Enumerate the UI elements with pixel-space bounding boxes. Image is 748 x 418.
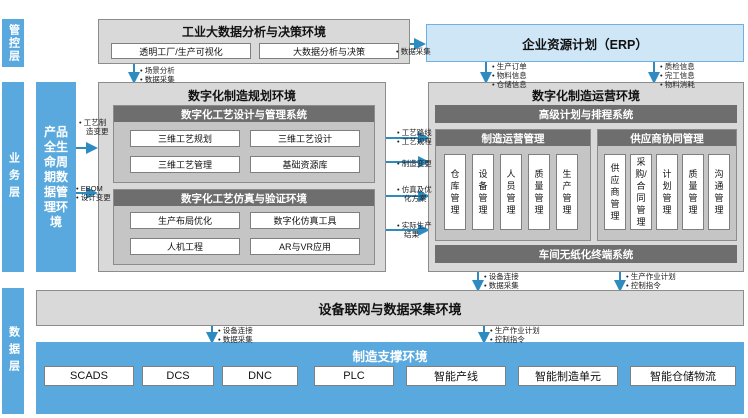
design-box-planning: 三维工艺规划 (130, 130, 240, 147)
support-item-smart-unit: 智能制造单元 (518, 366, 618, 386)
note-erp-right: 质检信息 完工信息 物料消耗 (660, 62, 695, 89)
mes-title: 制造运营管理 (436, 130, 590, 146)
layer-label-business: 业务层 (2, 82, 24, 272)
layer-label-control: 管控层 (2, 19, 24, 67)
note-plm-bottom-2: 设计变更 (76, 193, 111, 202)
plm-box: 产品全生命周期数据管理环境 (36, 82, 76, 272)
support-item-dnc: DNC (222, 366, 298, 386)
note-iot-sup-b: 生产作业计划 控制指令 (490, 326, 540, 344)
support-title: 制造支撑环境 (352, 350, 428, 364)
erp-title: 企业资源计划（ERP） (522, 37, 648, 52)
analytics-title: 工业大数据分析与决策环境 (181, 25, 326, 39)
note-mid-exec-2: 结果 (404, 230, 419, 239)
note-plm-top-2: 造变更 (86, 127, 109, 136)
note-ops-iot-a-2: 数据采集 (484, 281, 519, 290)
support-item-dcs: DCS (142, 366, 214, 386)
design-box-management: 三维工艺管理 (130, 156, 240, 173)
note-mid-top-1: 工艺路线 (397, 128, 432, 137)
iot-title: 设备联网与数据采集环境 (318, 301, 462, 317)
note-ops-iot-b-1: 生产作业计划 (626, 272, 676, 281)
note-erp-right-2: 完工信息 (660, 71, 695, 80)
note-plm-bottom: EBOM 设计变更 (76, 184, 111, 202)
planning-title: 数字化制造规划环境 (187, 89, 296, 103)
mes-item-equipment: 设备管理 (472, 154, 494, 230)
note-mid-exec: 实际生产 结果 (397, 221, 432, 239)
plm-label: 产品全生命周期数据管理环境 (43, 124, 68, 229)
note-mid-change: 制造变更 (397, 159, 432, 168)
note-plm-top: 工艺制 造变更 (79, 118, 109, 136)
srm-item-quality: 质量管理 (682, 154, 704, 230)
analytics-box-visual: 透明工厂/生产可视化 (111, 43, 251, 59)
support-item-plc: PLC (314, 366, 394, 386)
analytics-panel: 工业大数据分析与决策环境 透明工厂/生产可视化 大数据分析与决策 (98, 19, 410, 64)
note-datacollect: 数据采集 (396, 47, 431, 56)
design-box-design: 三维工艺设计 (250, 130, 360, 147)
mes-item-warehouse: 仓库管理 (444, 154, 466, 230)
note-iot-sup-b-2: 控制指令 (490, 335, 540, 344)
mes-panel: 制造运营管理 仓库管理 设备管理 人员管理 质量管理 生产管理 (435, 129, 591, 241)
note-mid-top-2: 工艺规程 (397, 137, 432, 146)
simulation-title: 数字化工艺仿真与验证环境 (114, 190, 374, 206)
sim-box-tools: 数字化仿真工具 (250, 212, 360, 229)
analytics-box-decision: 大数据分析与决策 (259, 43, 399, 59)
aps-bar: 高级计划与排程系统 (435, 105, 737, 123)
mes-item-quality: 质量管理 (528, 154, 550, 230)
design-system-panel: 数字化工艺设计与管理系统 三维工艺规划 三维工艺设计 三维工艺管理 基础资源库 (113, 105, 375, 183)
note-ops-iot-a: 设备连接 数据采集 (484, 272, 519, 290)
note-mid-sim-1: 仿真及优 (397, 185, 432, 194)
note-erp-down-3: 仓储信息 (492, 80, 527, 89)
note-iot-sup-a-1: 设备连接 (218, 326, 253, 335)
mes-item-production: 生产管理 (556, 154, 578, 230)
terminal-bar: 车间无纸化终端系统 (435, 245, 737, 263)
note-erp-down-2: 物料信息 (492, 71, 527, 80)
layer-label-control-text: 管控层 (7, 23, 20, 63)
srm-panel: 供应商协同管理 供应商管理 采购/合同管理 计划管理 质量管理 沟通管理 (597, 129, 737, 241)
note-iot-sup-b-1: 生产作业计划 (490, 326, 540, 335)
note-ops-iot-a-1: 设备连接 (484, 272, 519, 281)
note-mid-sim: 仿真及优 化方案 (397, 185, 432, 203)
sim-box-ergonomics: 人机工程 (130, 238, 240, 255)
simulation-panel: 数字化工艺仿真与验证环境 生产布局优化 数字化仿真工具 人机工程 AR与VR应用 (113, 189, 375, 265)
note-erp-right-3: 物料消耗 (660, 80, 695, 89)
support-panel: 制造支撑环境 SCADS DCS DNC PLC 智能产线 智能制造单元 智能仓… (36, 342, 744, 414)
note-scene-1: 场景分析 (140, 66, 175, 75)
note-scene-2: 数据采集 (140, 75, 175, 84)
support-item-scads: SCADS (44, 366, 134, 386)
layer-label-data: 数据层 (2, 288, 24, 414)
operations-title: 数字化制造运营环境 (531, 89, 640, 103)
note-plm-bottom-1: EBOM (76, 184, 111, 193)
support-item-smart-storage: 智能仓储物流 (630, 366, 736, 386)
layer-label-data-text: 数据层 (7, 325, 20, 377)
sim-box-layout: 生产布局优化 (130, 212, 240, 229)
planning-panel: 数字化制造规划环境 数字化工艺设计与管理系统 三维工艺规划 三维工艺设计 三维工… (98, 82, 386, 272)
note-mid-exec-1: 实际生产 (397, 221, 432, 230)
note-erp-down: 生产订单 物料信息 仓储信息 (492, 62, 527, 89)
layer-label-business-text: 业务层 (7, 151, 20, 203)
note-plm-top-1: 工艺制 (79, 118, 109, 127)
srm-item-supplier: 供应商管理 (604, 154, 626, 230)
mes-item-personnel: 人员管理 (500, 154, 522, 230)
note-iot-sup-a: 设备连接 数据采集 (218, 326, 253, 344)
iot-panel: 设备联网与数据采集环境 (36, 290, 744, 326)
note-scene: 场景分析 数据采集 (140, 66, 175, 84)
note-erp-right-1: 质检信息 (660, 62, 695, 71)
design-box-resource: 基础资源库 (250, 156, 360, 173)
srm-item-communication: 沟通管理 (708, 154, 730, 230)
note-ops-iot-b: 生产作业计划 控制指令 (626, 272, 676, 290)
sim-box-arvr: AR与VR应用 (250, 238, 360, 255)
operations-panel: 数字化制造运营环境 高级计划与排程系统 制造运营管理 仓库管理 设备管理 人员管… (428, 82, 744, 272)
srm-item-procurement: 采购/合同管理 (630, 154, 652, 230)
note-erp-down-1: 生产订单 (492, 62, 527, 71)
support-item-smart-line: 智能产线 (406, 366, 506, 386)
note-iot-sup-a-2: 数据采集 (218, 335, 253, 344)
design-system-title: 数字化工艺设计与管理系统 (114, 106, 374, 122)
note-ops-iot-b-2: 控制指令 (626, 281, 676, 290)
srm-item-plan: 计划管理 (656, 154, 678, 230)
srm-title: 供应商协同管理 (598, 130, 736, 146)
note-datacollect-1: 数据采集 (396, 47, 431, 56)
erp-panel: 企业资源计划（ERP） (426, 24, 744, 62)
note-mid-top: 工艺路线 工艺规程 (397, 128, 432, 146)
note-mid-sim-2: 化方案 (404, 194, 427, 203)
note-mid-change-1: 制造变更 (397, 159, 432, 168)
